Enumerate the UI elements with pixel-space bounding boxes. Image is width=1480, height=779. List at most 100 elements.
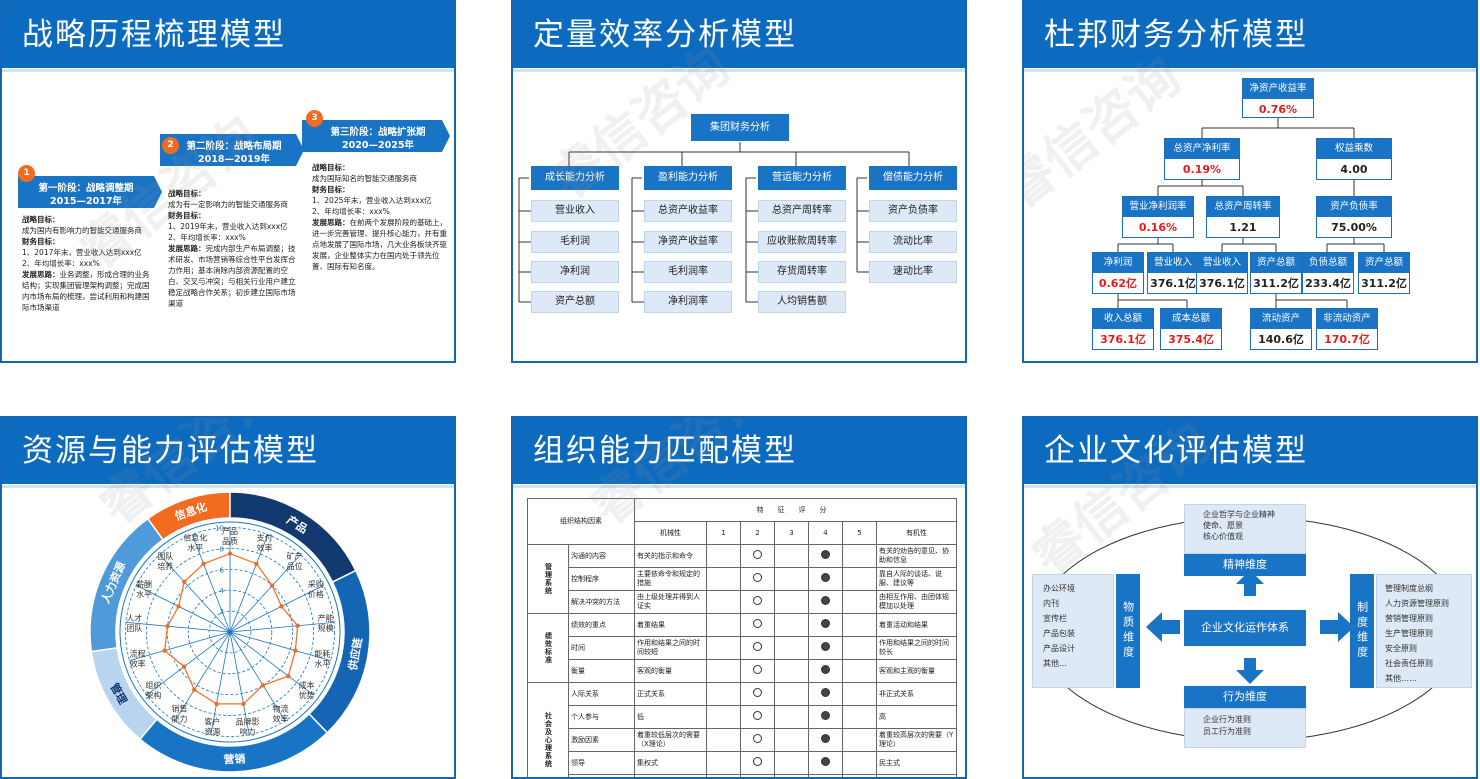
node-label: 流动资产 [1251,309,1311,329]
node-value: 0.19% [1182,163,1222,176]
node-total-assets-2: 资产总额 311.2亿 [1358,252,1410,294]
scale-5: 5 [842,521,877,545]
node-label: 营业收入 [1197,253,1247,273]
table-row: 衡量客观的衡量客观和主观的衡量 [528,659,957,683]
score-cell [774,636,809,660]
node-label: 总资产周转率 [1207,197,1279,217]
item-cell: 个人参与 [568,705,635,729]
filled-circle-icon [821,711,830,720]
s1-text: 业务调整，形成合理的业务结构；实现集团管理架构调整；完成国内市场布局的梳理，尝试… [22,270,150,312]
spoke-label: 产品品质 [222,526,238,546]
group-label: 管理系统 [527,544,569,614]
node-net-profit: 净利润 0.62亿 [1092,252,1144,294]
spoke-label: 人才团队 [126,613,142,633]
organic-cell: 民主式 [876,751,957,775]
filled-circle-icon [821,550,830,559]
material-item: 办公环境 [1043,584,1075,593]
score-cell [808,567,843,591]
item: 总资产收益率 [644,200,732,222]
item: 存货周转率 [758,261,846,283]
culture-body: 企业哲学与企业精神 使命、愿景 核心价值观 精神维度 企业文化运作体系 行为维度… [1024,488,1476,777]
node-label: 成本总额 [1161,309,1221,329]
node-value: 170.7亿 [1324,333,1370,346]
efficiency-root: 集团财务分析 [691,114,789,141]
score-cell [740,751,775,775]
score-cell [740,705,775,729]
node-debt-ratio: 资产负债率 75.00% [1316,196,1392,238]
empty-circle-icon [753,665,762,674]
strategy-panel: 战略历程梳理模型 1 第一阶段：战略调整期 2015—2017年 战略目标： 成… [0,0,456,363]
node-total-assets: 资产总额 311.2亿 [1250,252,1302,294]
table-row: 社会及心理系统人际关系正式关系非正式关系 [527,682,957,777]
score-cell [706,751,741,775]
institution-item: 管理制度总纲 [1385,584,1433,593]
score-cell [774,728,809,752]
mech-cell: 集权式 [634,751,707,775]
organic-cell: 作用和结果之间的时间较长 [876,636,957,660]
panel-title: 组织能力匹配模型 [513,418,965,488]
ring-segment [89,517,165,653]
node-total-income: 收入总额 376.1亿 [1092,308,1154,350]
institution-dimension: 制度维度 [1350,574,1374,688]
scale-label: 4 [220,587,225,595]
node-value: 1.21 [1229,221,1257,234]
factor-header: 组织结构因素 [527,498,635,545]
radar-spoke [146,631,231,696]
institution-item: 生产管理原则 [1385,629,1433,638]
mech-cell: 正式关系 [634,682,707,706]
score-cell [842,728,877,752]
item: 总资产周转率 [758,200,846,222]
dupont-panel: 杜邦财务分析模型 净资产收益率 0.76% [1022,0,1478,363]
mech-header: 机械性 [634,521,707,545]
score-cell [842,613,877,637]
score-cell [706,544,741,568]
item-cell: 领导 [568,751,635,775]
spoke-label: 能耗水平 [314,648,330,668]
item: 人均销售额 [758,291,846,313]
node-value: 375.4亿 [1168,333,1214,346]
radar-spoke [229,631,250,735]
s1-label: 发展思路： [22,270,60,279]
node-value: 311.2亿 [1361,277,1407,290]
spoke-label: 成本优势 [299,680,315,700]
score-cell [808,751,843,775]
score-cell [740,682,775,706]
node-label: 资产负债率 [1317,197,1391,217]
node-net-margin: 营业净利润率 0.16% [1122,196,1194,238]
score-cell [774,567,809,591]
institution-item: 人力资源管理原则 [1385,599,1449,608]
score-cell [842,567,877,591]
item: 流动比率 [869,231,957,253]
arrow-right-icon [1320,612,1354,642]
scale-3: 3 [774,521,809,545]
arrow-down-icon [1236,658,1264,684]
node-equity-multiplier: 权益乘数 4.00 [1316,138,1392,180]
node-label: 非流动资产 [1317,309,1377,329]
organic-cell: 非正式关系 [876,682,957,706]
node-total-liabilities: 负债总额 233.4亿 [1302,252,1354,294]
stage-3-period: 2020—2025年 [342,140,414,151]
score-point [293,648,298,653]
s3-text: 成为国际知名的智能交通服务商 [312,174,417,183]
panel-title: 杜邦财务分析模型 [1024,2,1476,72]
node-label: 营业收入 [1148,253,1198,273]
institution-item: 其他…… [1385,674,1417,683]
panel-title: 资源与能力评估模型 [2,418,454,488]
score-cell [740,728,775,752]
spoke-label: 采购价格 [308,579,324,599]
stage-2-name: 第二阶段：战略布局期 [186,141,282,152]
grid-circle [145,548,314,716]
organic-cell: 着重活动和结果 [876,613,957,637]
score-point [279,604,284,609]
score-point [214,701,219,707]
s3-label: 发展思路： [312,218,350,227]
spoke-label: 产能规模 [318,613,334,633]
score-cell [706,774,741,777]
score-cell [774,682,809,706]
material-dimension: 物质维度 [1116,574,1140,688]
panel-title: 定量效率分析模型 [513,2,965,72]
radar-spoke [174,631,231,722]
ring-label: 营销 [223,752,245,767]
item: 毛利润率 [644,261,732,283]
stage-3-details: 战略目标： 成为国际知名的智能交通服务商 财务目标： 1、2025年末，营业收入… [312,162,448,272]
